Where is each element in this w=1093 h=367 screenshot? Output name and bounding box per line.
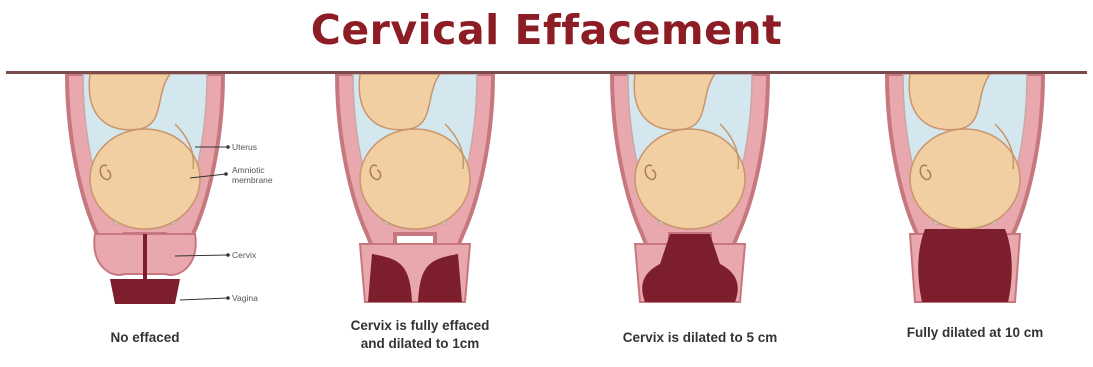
stage-1-illustration (67, 74, 223, 304)
diagram-title: Cervical Effacement (0, 6, 1093, 54)
caption-stage-3-line1: Cervix is dilated to 5 cm (595, 329, 805, 347)
canal-stage-4 (918, 229, 1012, 302)
label-cervix: Cervix (232, 250, 257, 260)
stage-3-illustration (612, 74, 768, 302)
caption-stage-1-line1: No effaced (60, 329, 230, 347)
caption-stage-3: Cervix is dilated to 5 cm (595, 329, 805, 347)
label-amniotic-2: membrane (232, 175, 273, 185)
label-vagina: Vagina (232, 293, 258, 303)
stage-2-illustration (337, 74, 493, 302)
stage-4-illustration (887, 74, 1043, 302)
label-amniotic-1: Amniotic (232, 165, 265, 175)
caption-stage-2: Cervix is fully effaced and dilated to 1… (325, 317, 515, 353)
caption-stage-4-line1: Fully dilated at 10 cm (880, 324, 1070, 342)
label-uterus: Uterus (232, 142, 257, 152)
canal-stage-1 (110, 279, 180, 304)
caption-stage-1: No effaced (60, 329, 230, 347)
caption-stage-2-line1: Cervix is fully effaced (325, 317, 515, 335)
caption-stage-4: Fully dilated at 10 cm (880, 324, 1070, 342)
caption-stage-2-line2: and dilated to 1cm (325, 335, 515, 353)
